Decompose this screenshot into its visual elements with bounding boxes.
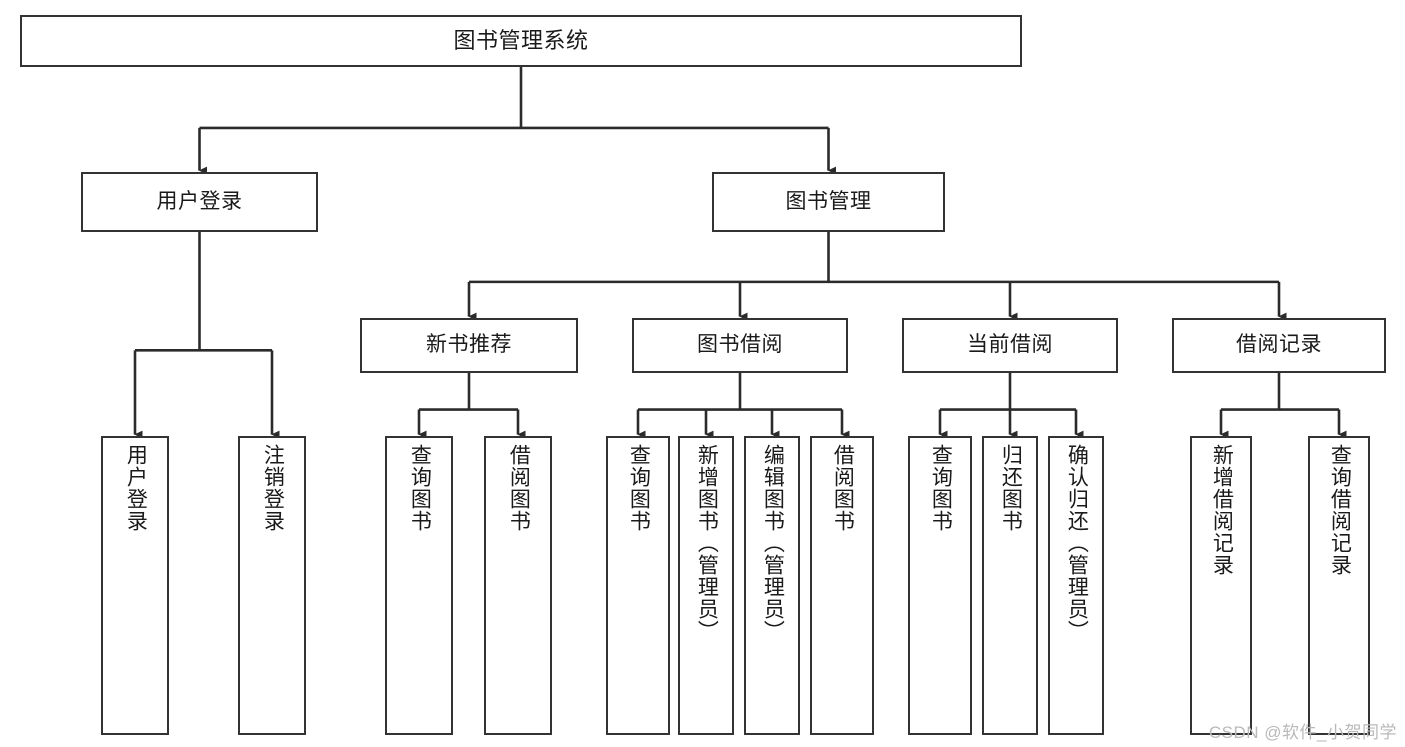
node-leaf-edit-book[interactable]: 编辑图书（管理员） [744, 436, 800, 735]
node-label: 借阅图书 [831, 444, 855, 532]
node-label: 图书管理系统 [453, 28, 589, 54]
node-leaf-query-record[interactable]: 查询借阅记录 [1308, 436, 1370, 735]
node-label: 查询图书 [929, 444, 953, 532]
node-label: 归还图书 [999, 444, 1023, 532]
node-label: 查询图书 [627, 444, 651, 532]
node-new-book-rec[interactable]: 新书推荐 [360, 318, 578, 373]
node-leaf-add-book[interactable]: 新增图书（管理员） [678, 436, 734, 735]
node-label: 用户登录 [124, 444, 148, 532]
node-leaf-logout[interactable]: 注销登录 [238, 436, 306, 735]
node-label: 图书管理 [785, 189, 872, 213]
node-leaf-confirm-return[interactable]: 确认归还（管理员） [1048, 436, 1104, 735]
node-label: 新增图书（管理员） [695, 444, 719, 642]
node-label: 注销登录 [261, 444, 285, 532]
node-label: 查询借阅记录 [1328, 444, 1352, 576]
node-user-login[interactable]: 用户登录 [81, 172, 318, 232]
node-label: 新增借阅记录 [1210, 444, 1234, 576]
node-label: 借阅记录 [1236, 333, 1322, 357]
node-label: 查询图书 [408, 444, 432, 532]
node-leaf-borrow-book-2[interactable]: 借阅图书 [810, 436, 874, 735]
node-label: 图书借阅 [697, 333, 783, 357]
node-root[interactable]: 图书管理系统 [20, 15, 1022, 67]
node-leaf-return-book[interactable]: 归还图书 [982, 436, 1038, 735]
node-current-borrow[interactable]: 当前借阅 [902, 318, 1118, 373]
node-leaf-borrow-book-1[interactable]: 借阅图书 [484, 436, 552, 735]
node-label: 新书推荐 [426, 333, 512, 357]
node-leaf-query-book-3[interactable]: 查询图书 [908, 436, 972, 735]
node-leaf-add-record[interactable]: 新增借阅记录 [1190, 436, 1252, 735]
node-label: 确认归还（管理员） [1065, 444, 1089, 642]
node-borrow-record[interactable]: 借阅记录 [1172, 318, 1386, 373]
node-leaf-user-login[interactable]: 用户登录 [101, 436, 169, 735]
node-label: 借阅图书 [507, 444, 531, 532]
node-book-manage[interactable]: 图书管理 [712, 172, 945, 232]
node-label: 当前借阅 [967, 333, 1053, 357]
node-book-borrow[interactable]: 图书借阅 [632, 318, 848, 373]
node-leaf-query-book-2[interactable]: 查询图书 [606, 436, 670, 735]
node-label: 编辑图书（管理员） [761, 444, 785, 642]
node-label: 用户登录 [156, 189, 243, 213]
node-leaf-query-book-1[interactable]: 查询图书 [385, 436, 453, 735]
watermark-label: CSDN @软件_小贺同学 [1208, 723, 1397, 742]
